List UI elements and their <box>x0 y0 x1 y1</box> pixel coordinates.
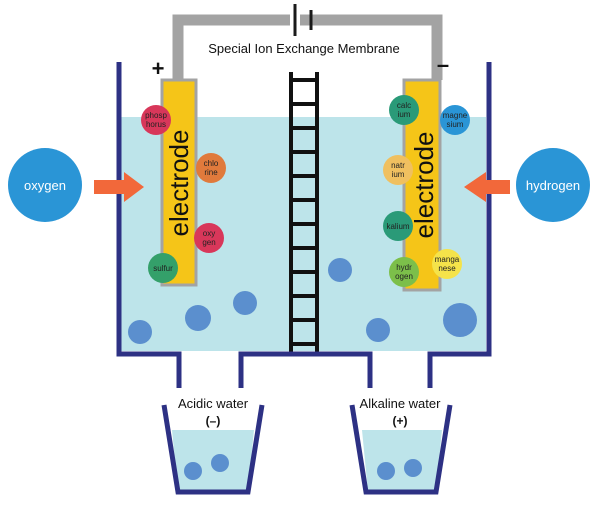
right-electrode-rod <box>402 78 442 292</box>
ion-hydrogen: hydr ogen <box>389 257 419 287</box>
hydrogen-gas-circle <box>516 148 590 222</box>
ion-chlorine: chlo rine <box>196 153 226 183</box>
svg-text:phosp: phosp <box>145 111 167 120</box>
svg-text:magne: magne <box>443 111 468 120</box>
svg-text:chlo: chlo <box>204 159 219 168</box>
alkaline-water-cup <box>349 404 453 495</box>
svg-text:nese: nese <box>438 264 456 273</box>
ion-manganese: manga nese <box>432 249 462 279</box>
ion-calcium: calc ium <box>389 95 419 125</box>
svg-text:ium: ium <box>398 110 411 119</box>
ion-kalium: kalium <box>383 211 413 241</box>
svg-text:natr: natr <box>391 161 405 170</box>
ion-natrium: natr ium <box>383 155 413 185</box>
acidic-water-sign: (–) <box>206 414 221 428</box>
svg-text:hydr: hydr <box>396 263 412 272</box>
svg-text:sium: sium <box>447 120 464 129</box>
svg-text:sulfur: sulfur <box>153 264 173 273</box>
acidic-water-cup <box>161 404 265 495</box>
connecting-wire <box>172 14 443 80</box>
ion-oxygen: oxy gen <box>194 223 224 253</box>
hydrogen-gas-label: hydrogen <box>526 178 580 193</box>
ion-exchange-membrane <box>289 72 319 352</box>
membrane-label: Special Ion Exchange Membrane <box>208 41 400 56</box>
right-electrode-label: electrode <box>409 132 439 239</box>
svg-text:kalium: kalium <box>386 222 409 231</box>
oxygen-arrow-icon <box>94 172 144 202</box>
ion-magnesium: magne sium <box>440 105 470 135</box>
svg-text:horus: horus <box>146 120 166 129</box>
svg-text:ium: ium <box>392 170 405 179</box>
alkaline-water-sign: (+) <box>393 414 408 428</box>
alkaline-water-fill <box>362 430 442 492</box>
tank-bubbles <box>128 258 477 344</box>
ion-sulfur: sulfur <box>148 253 178 283</box>
svg-text:manga: manga <box>435 255 460 264</box>
oxygen-gas-label: oxygen <box>24 178 66 193</box>
svg-text:calc: calc <box>397 101 411 110</box>
svg-text:oxy: oxy <box>203 229 215 238</box>
svg-text:gen: gen <box>202 238 215 247</box>
main-tank <box>116 62 492 388</box>
svg-text:ogen: ogen <box>395 272 413 281</box>
svg-text:rine: rine <box>204 168 218 177</box>
alkaline-bubbles <box>377 459 422 480</box>
alkaline-water-label: Alkaline water <box>360 396 442 411</box>
left-electrode-label: electrode <box>164 130 194 237</box>
negative-sign: – <box>437 52 449 77</box>
battery-icon <box>290 4 313 36</box>
hydrogen-arrow-icon <box>464 172 510 202</box>
acidic-bubbles <box>184 454 229 480</box>
positive-sign: + <box>152 56 165 81</box>
ion-phosphorus: phosp horus <box>141 105 171 135</box>
acidic-water-label: Acidic water <box>178 396 249 411</box>
oxygen-gas-circle <box>8 148 82 222</box>
